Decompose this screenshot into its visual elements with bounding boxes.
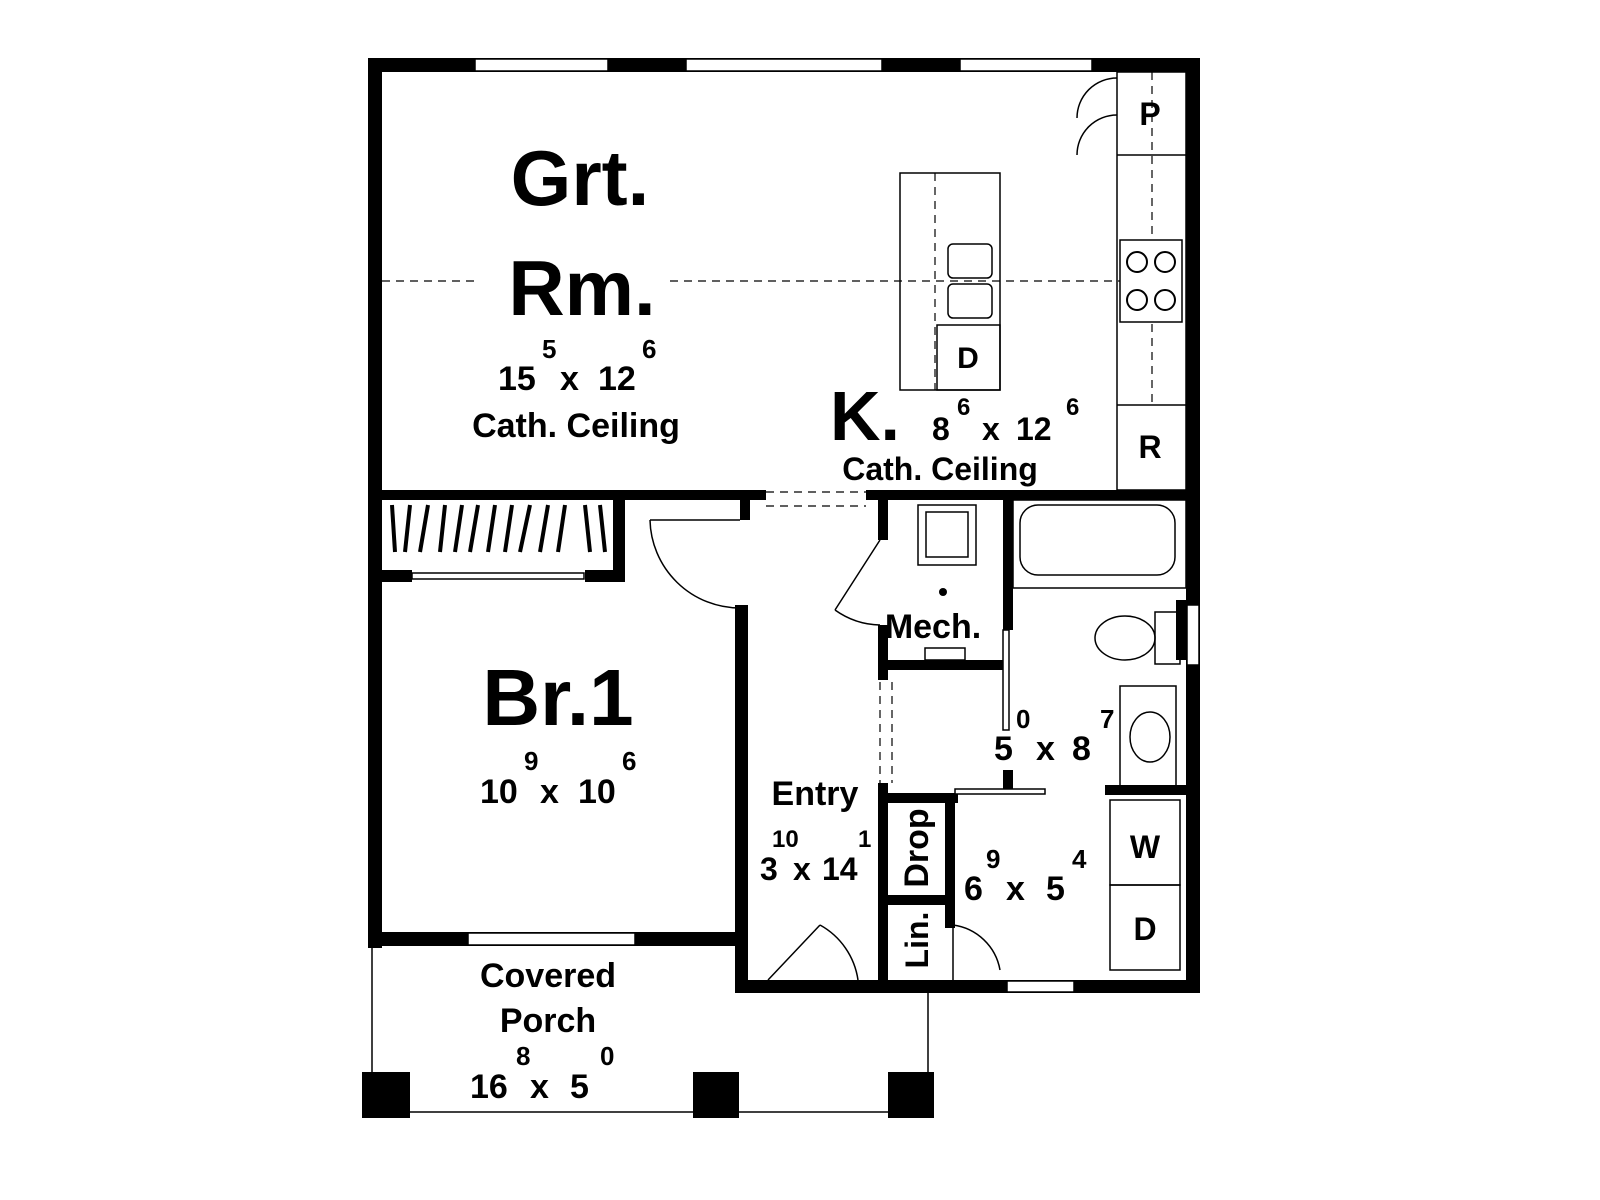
porch-dimensions: 16 8 x 5 0 bbox=[470, 1041, 614, 1106]
svg-text:x: x bbox=[982, 411, 1000, 447]
kitchen-dimensions: 8 6 x 12 6 bbox=[932, 394, 1079, 447]
mech-label: Mech. bbox=[885, 608, 981, 646]
great-room-label-2: Rm. bbox=[508, 244, 655, 332]
svg-text:x: x bbox=[540, 773, 559, 811]
svg-text:5: 5 bbox=[994, 730, 1013, 768]
great-room-ceiling-note: Cath. Ceiling bbox=[472, 407, 680, 445]
svg-text:4: 4 bbox=[1072, 844, 1087, 874]
svg-text:14: 14 bbox=[822, 851, 858, 887]
svg-text:3: 3 bbox=[760, 851, 778, 887]
svg-text:9: 9 bbox=[986, 844, 1000, 874]
svg-text:8: 8 bbox=[1072, 730, 1091, 768]
svg-text:x: x bbox=[793, 851, 811, 887]
svg-text:6: 6 bbox=[964, 870, 983, 908]
dishwasher-label: D bbox=[957, 342, 979, 375]
porch-post bbox=[888, 1072, 934, 1118]
svg-text:8: 8 bbox=[932, 411, 950, 447]
closet-shelving bbox=[390, 504, 607, 553]
washer-label: W bbox=[1130, 829, 1161, 865]
svg-text:x: x bbox=[530, 1068, 549, 1106]
svg-text:12: 12 bbox=[1016, 411, 1052, 447]
porch-label-2: Porch bbox=[500, 1002, 596, 1040]
great-room-dimensions: 15 5 x 12 6 bbox=[498, 334, 656, 398]
doors bbox=[649, 77, 1118, 981]
svg-text:5: 5 bbox=[542, 334, 556, 364]
svg-text:6: 6 bbox=[1066, 394, 1079, 421]
bedroom-label: Br.1 bbox=[482, 653, 633, 742]
bath-dimensions: 5 0 x 8 7 bbox=[994, 704, 1114, 768]
drop-zone-label: Drop bbox=[898, 808, 936, 887]
svg-text:12: 12 bbox=[598, 360, 636, 398]
svg-text:x: x bbox=[560, 360, 579, 398]
sink-icon bbox=[947, 243, 993, 279]
svg-text:1: 1 bbox=[858, 826, 871, 853]
svg-text:10: 10 bbox=[772, 826, 799, 853]
porch-post bbox=[362, 1072, 410, 1118]
svg-text:x: x bbox=[1036, 730, 1055, 768]
pantry-label: P bbox=[1139, 96, 1160, 132]
svg-text:10: 10 bbox=[578, 773, 616, 811]
great-room-label: Grt. bbox=[511, 134, 650, 222]
bathtub-icon bbox=[1019, 504, 1176, 576]
entry-label: Entry bbox=[772, 775, 859, 813]
porch-label: Covered bbox=[480, 957, 616, 995]
kitchen-fixtures bbox=[899, 71, 1187, 491]
windows bbox=[411, 58, 1200, 993]
vanity-sink-icon bbox=[1129, 711, 1171, 763]
svg-text:9: 9 bbox=[524, 746, 538, 776]
kitchen-label: K. bbox=[830, 377, 900, 455]
svg-text:7: 7 bbox=[1100, 704, 1114, 734]
svg-text:15: 15 bbox=[498, 360, 536, 398]
bath-fixtures bbox=[917, 499, 1187, 971]
svg-text:0: 0 bbox=[600, 1041, 614, 1071]
toilet-icon bbox=[1094, 615, 1156, 661]
kitchen-ceiling-note: Cath. Ceiling bbox=[842, 451, 1038, 487]
svg-text:x: x bbox=[1006, 870, 1025, 908]
linen-closet-label: Lin. bbox=[899, 912, 935, 969]
svg-text:16: 16 bbox=[470, 1068, 508, 1106]
svg-text:5: 5 bbox=[570, 1068, 589, 1106]
svg-text:6: 6 bbox=[957, 394, 970, 421]
furnace-icon bbox=[917, 504, 977, 566]
entry-dimensions: 3 10 x 14 1 bbox=[760, 826, 871, 887]
svg-text:5: 5 bbox=[1046, 870, 1065, 908]
svg-text:8: 8 bbox=[516, 1041, 530, 1071]
svg-text:6: 6 bbox=[622, 746, 636, 776]
svg-text:0: 0 bbox=[1016, 704, 1030, 734]
refrigerator-label: R bbox=[1138, 429, 1161, 465]
svg-text:10: 10 bbox=[480, 773, 518, 811]
dryer-label: D bbox=[1133, 911, 1156, 947]
laundry-dimensions: 6 9 x 5 4 bbox=[964, 844, 1087, 908]
range-icon bbox=[1119, 239, 1183, 323]
covered-porch bbox=[362, 946, 934, 1118]
porch-post bbox=[693, 1072, 739, 1118]
svg-text:6: 6 bbox=[642, 334, 656, 364]
bedroom-dimensions: 10 9 x 10 6 bbox=[480, 746, 636, 811]
